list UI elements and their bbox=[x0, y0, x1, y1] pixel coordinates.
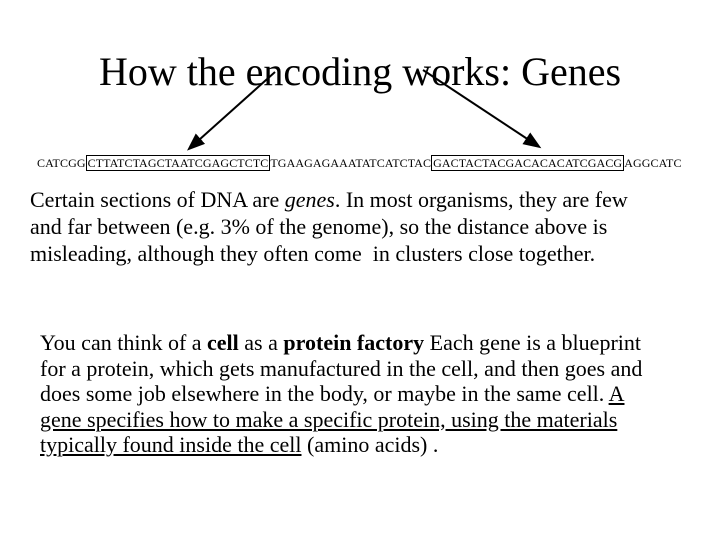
text-line: does some job elsewhere in the body, or … bbox=[40, 381, 712, 407]
text-segment: . In most organisms, they are few bbox=[334, 187, 628, 212]
text-line: and far between (e.g. 3% of the genome),… bbox=[30, 213, 710, 240]
text-segment: cell bbox=[207, 330, 239, 355]
text-segment: and far between (e.g. 3% of the genome),… bbox=[30, 214, 608, 239]
text-line: misleading, although they often come in … bbox=[30, 240, 710, 267]
text-segment: for a protein, which gets manufactured i… bbox=[40, 355, 643, 381]
slide-title: How the encoding works: Genes bbox=[98, 49, 622, 94]
text-segment: protein factory bbox=[283, 330, 425, 355]
text-segment: A bbox=[608, 381, 625, 406]
text-segment: (amino acids) . bbox=[301, 432, 439, 457]
paragraph-genes-description: Certain sections of DNA are genes. In mo… bbox=[30, 186, 710, 267]
text-line: gene specifies how to make a specific pr… bbox=[40, 407, 712, 433]
text-line: Certain sections of DNA are genes. In mo… bbox=[30, 186, 710, 213]
text-segment: as a bbox=[238, 330, 284, 355]
text-segment: gene specifies how to make a specific pr… bbox=[40, 406, 618, 432]
text-line: typically found inside the cell (amino a… bbox=[40, 432, 712, 458]
paragraph-protein-factory: You can think of a cell as a protein fac… bbox=[40, 330, 712, 458]
text-segment: Certain sections of DNA are bbox=[30, 187, 285, 212]
text-segment: misleading, although they often come in … bbox=[30, 241, 596, 266]
text-segment: You can think of a bbox=[40, 330, 208, 355]
gene-box: GACTACTACGACACACATCGACG bbox=[431, 155, 625, 171]
text-segment: Each gene is a blueprint bbox=[424, 330, 641, 355]
text-segment: AGGCATC bbox=[624, 156, 682, 170]
text-segment: CATCGG bbox=[37, 156, 86, 170]
text-segment: typically found inside the cell bbox=[40, 432, 302, 457]
text-segment: does some job elsewhere in the body, or … bbox=[40, 381, 609, 406]
text-segment: genes bbox=[284, 187, 335, 212]
text-segment: TGAAGAGAAATATCATCTAC bbox=[270, 156, 432, 170]
text-line: You can think of a cell as a protein fac… bbox=[40, 330, 712, 356]
text-line: for a protein, which gets manufactured i… bbox=[40, 356, 712, 382]
gene-box: CTTATCTAGCTAATCGAGCTCTC bbox=[85, 155, 271, 171]
